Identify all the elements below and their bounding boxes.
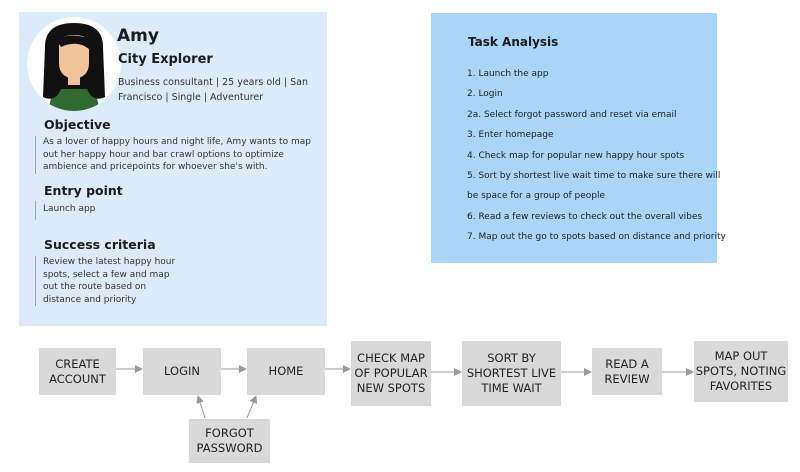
arrow-forgot-to-login bbox=[196, 395, 206, 419]
success-criteria-text: Review the latest happy hour spots, sele… bbox=[35, 256, 178, 306]
persona-role: City Explorer bbox=[118, 52, 213, 67]
objective-title: Objective bbox=[44, 117, 111, 132]
flow-forgot-password[interactable]: FORGOT PASSWORD bbox=[189, 419, 270, 463]
flow-create-account[interactable]: CREATE ACCOUNT bbox=[39, 348, 116, 395]
flow-home[interactable]: HOME bbox=[247, 348, 325, 395]
persona-card: Amy City Explorer Business consultant | … bbox=[19, 12, 327, 326]
task-analysis-card: Task Analysis 1. Launch the app 2. Login… bbox=[431, 13, 726, 263]
flow-map-out[interactable]: MAP OUT SPOTS, NOTING FAVORITES bbox=[694, 341, 788, 402]
success-criteria-title: Success criteria bbox=[44, 237, 156, 252]
flow-login[interactable]: LOGIN bbox=[143, 348, 221, 395]
persona-avatar bbox=[27, 17, 121, 111]
task-step: 4. Check map for popular new happy hour … bbox=[467, 150, 685, 161]
arrow-forgot-to-home bbox=[246, 395, 258, 419]
task-step: 5. Sort by shortest live wait time to ma… bbox=[467, 171, 721, 182]
task-analysis-title: Task Analysis bbox=[468, 35, 559, 49]
persona-details: Business consultant | 25 years old | San… bbox=[118, 77, 308, 103]
task-step: be space for a group of people bbox=[467, 191, 606, 202]
task-step: 2. Login bbox=[467, 89, 503, 100]
avatar-illustration bbox=[43, 23, 105, 111]
task-step: 1. Launch the app bbox=[467, 69, 549, 79]
task-step: 6. Read a few reviews to check out the o… bbox=[467, 211, 703, 222]
flow-check-map[interactable]: CHECK MAP OF POPULAR NEW SPOTS bbox=[351, 341, 431, 406]
persona-name: Amy bbox=[117, 26, 159, 46]
flow-sort[interactable]: SORT BY SHORTEST LIVE TIME WAIT bbox=[462, 341, 561, 406]
flow-read-review[interactable]: READ A REVIEW bbox=[592, 348, 662, 395]
objective-text: As a lover of happy hours and night life… bbox=[35, 136, 311, 174]
task-step: 3. Enter homepage bbox=[467, 130, 554, 141]
task-step: 7. Map out the go to spots based on dist… bbox=[467, 232, 726, 243]
task-step: 2a. Select forgot password and reset via… bbox=[467, 109, 677, 120]
entry-point-text: Launch app bbox=[35, 201, 243, 220]
task-list: 1. Launch the app 2. Login 2a. Select fo… bbox=[467, 64, 726, 248]
entry-point-title: Entry point bbox=[44, 183, 123, 198]
